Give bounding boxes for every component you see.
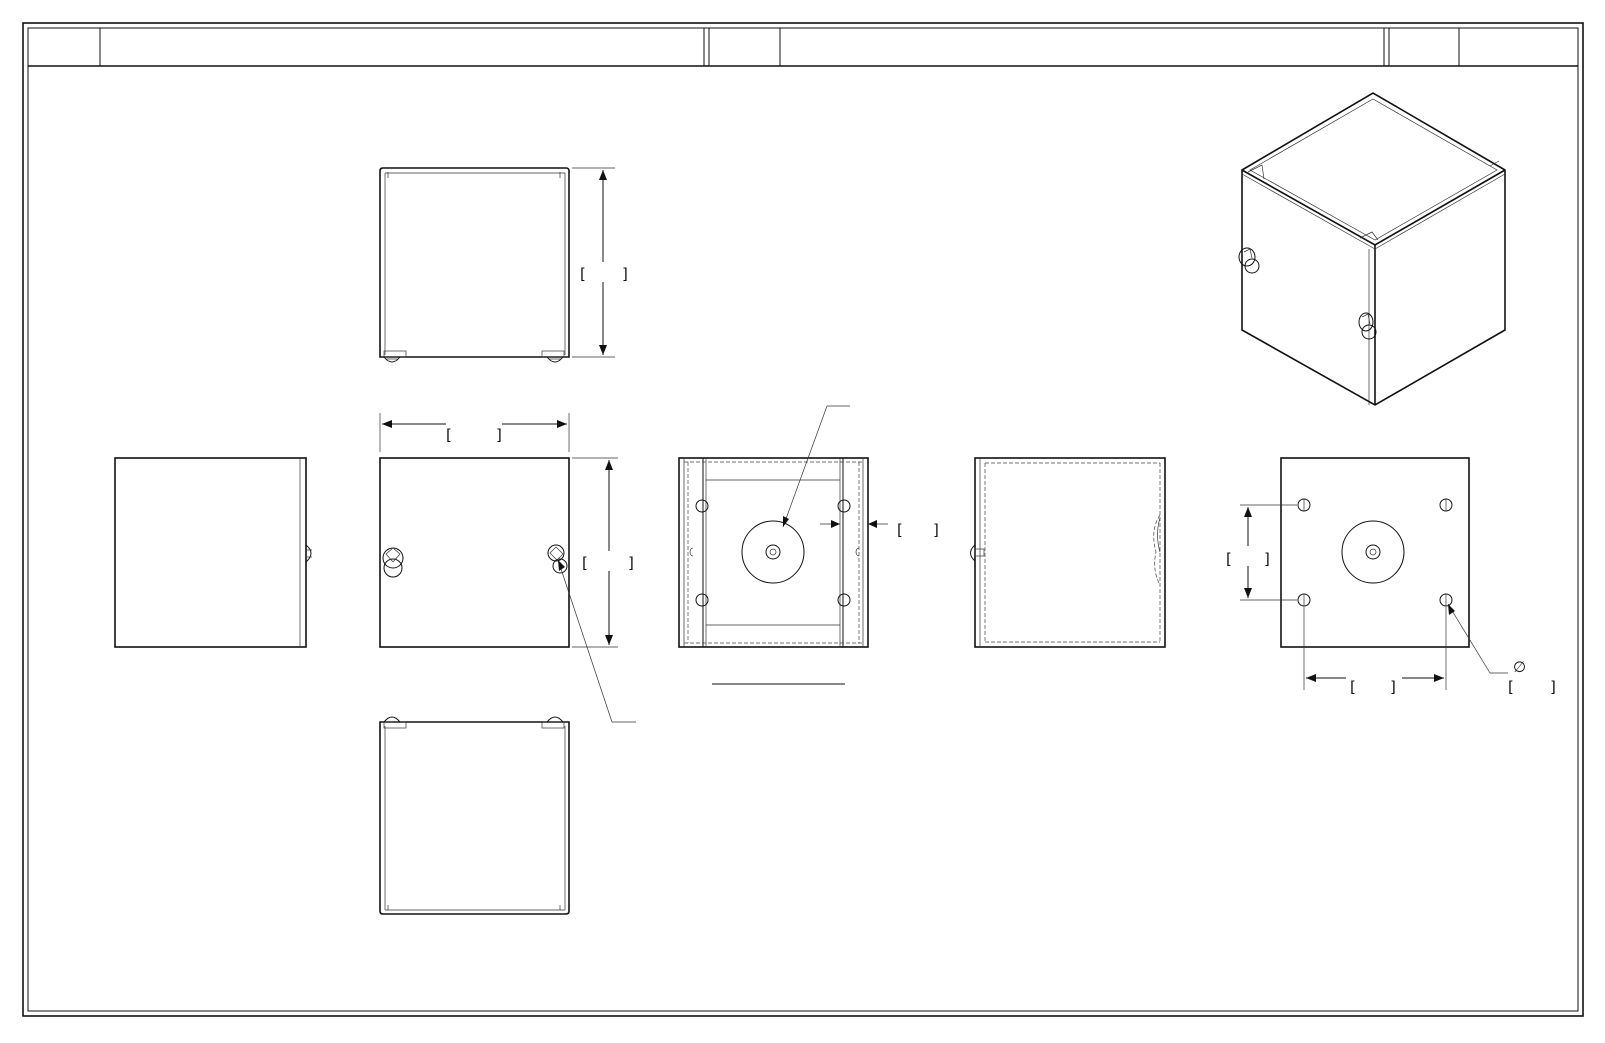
title-block: [28, 28, 1578, 67]
top-view-height-dimension: [ ]: [572, 167, 628, 358]
top-view: [379, 167, 570, 363]
dim-open: [: [1350, 678, 1356, 696]
flange-dimension: [ ]: [820, 520, 939, 539]
hole-spacing-vertical: [ ]: [1226, 504, 1297, 601]
dim-open: [: [580, 265, 586, 283]
dim-open: [: [1226, 550, 1232, 568]
rear-view: [678, 457, 869, 685]
latch-leader: [557, 559, 636, 723]
back-flange-view: [1280, 457, 1470, 648]
front-view-height-dimension: [ ]: [572, 457, 634, 648]
right-side-view: [970, 457, 1166, 648]
dim-close: ]: [622, 265, 628, 283]
hole-diameter-callout: ∅ [ ]: [1447, 603, 1556, 696]
hole-spacing-horizontal: [ ]: [1303, 607, 1447, 696]
dim-close: ]: [1550, 678, 1556, 696]
dim-close: ]: [1390, 678, 1396, 696]
dim-close: ]: [933, 521, 939, 539]
front-view: [379, 457, 570, 648]
rear-view-leader: [782, 405, 850, 528]
dim-open: [: [897, 521, 903, 539]
latch-left: [382, 547, 404, 578]
diameter-symbol: ∅: [1513, 658, 1526, 676]
left-side-view: [114, 457, 312, 648]
isometric-view: [1238, 92, 1506, 406]
dim-close: ]: [1264, 550, 1270, 568]
dim-open: [: [1508, 678, 1514, 696]
dim-close: ]: [496, 426, 502, 444]
dim-open: [: [582, 554, 588, 572]
front-view-width-dimension: [ ]: [379, 413, 570, 452]
dim-close: ]: [628, 554, 634, 572]
outer-border: [22, 22, 1584, 1017]
latch-right: [547, 544, 568, 574]
iso-latch-left: [1238, 247, 1260, 274]
iso-latch-right: [1358, 312, 1377, 340]
dim-open: [: [446, 426, 452, 444]
bottom-view: [379, 716, 570, 915]
inner-border: [27, 27, 1579, 1012]
